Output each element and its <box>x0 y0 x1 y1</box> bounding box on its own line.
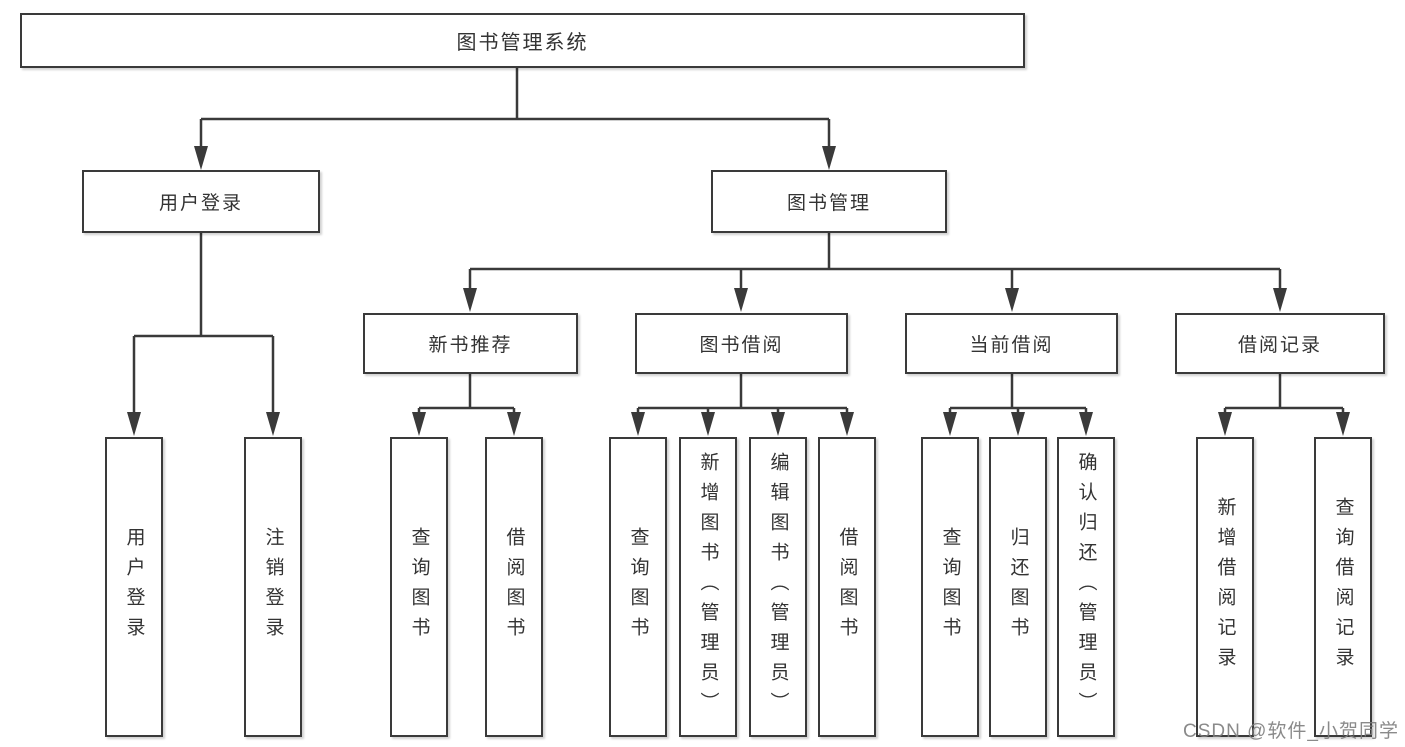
leaf-label: 新增借阅记录 <box>1214 497 1236 677</box>
edge-book-borrow-split <box>636 374 849 414</box>
arrowheads <box>127 146 1350 436</box>
leaf-label: 新增图书（管理员） <box>697 452 719 722</box>
leaf-user-login: 用户登录 <box>105 437 163 737</box>
edge-current-borrow-split <box>948 374 1088 414</box>
node-current-borrowing-label: 当前借阅 <box>969 335 1054 356</box>
node-new-book-recommend-label: 新书推荐 <box>428 335 513 356</box>
leaf-add-books-admin: 新增图书（管理员） <box>679 437 737 737</box>
leaf-return-books: 归还图书 <box>989 437 1047 737</box>
edge-root-split <box>199 68 831 150</box>
node-root: 图书管理系统 <box>20 13 1025 68</box>
node-book-management: 图书管理 <box>711 170 947 233</box>
node-borrowing-records-label: 借阅记录 <box>1237 335 1322 356</box>
leaf-edit-books-admin: 编辑图书（管理员） <box>749 437 807 737</box>
edge-borrow-record-split <box>1223 374 1345 414</box>
leaf-borrow-books: 借阅图书 <box>818 437 876 737</box>
node-new-book-recommend: 新书推荐 <box>363 313 578 374</box>
node-user-login: 用户登录 <box>82 170 320 233</box>
node-root-label: 图书管理系统 <box>456 32 589 54</box>
leaf-label: 借阅图书 <box>503 527 525 647</box>
leaf-query-books-borrowing: 查询图书 <box>609 437 667 737</box>
leaf-add-borrow-record: 新增借阅记录 <box>1196 437 1254 737</box>
node-book-management-label: 图书管理 <box>786 193 871 214</box>
node-book-borrowing-label: 图书借阅 <box>699 335 784 356</box>
node-book-borrowing: 图书借阅 <box>635 313 848 374</box>
edge-user-login-split <box>132 233 275 414</box>
leaf-logout: 注销登录 <box>244 437 302 737</box>
leaf-query-books-current: 查询图书 <box>921 437 979 737</box>
leaf-label: 归还图书 <box>1007 527 1029 647</box>
node-borrowing-records: 借阅记录 <box>1175 313 1385 374</box>
edge-book-mgmt-split <box>468 233 1282 290</box>
leaf-confirm-return-admin: 确认归还（管理员） <box>1057 437 1115 737</box>
leaf-label: 用户登录 <box>123 527 145 647</box>
edge-new-book-split <box>417 374 516 414</box>
leaf-label: 查询图书 <box>627 527 649 647</box>
leaf-label: 确认归还（管理员） <box>1075 452 1097 722</box>
leaf-label: 注销登录 <box>262 527 284 647</box>
leaf-label: 借阅图书 <box>836 527 858 647</box>
leaf-query-borrow-record: 查询借阅记录 <box>1314 437 1372 737</box>
node-current-borrowing: 当前借阅 <box>905 313 1118 374</box>
leaf-label: 查询借阅记录 <box>1332 497 1354 677</box>
leaf-borrow-books-recommend: 借阅图书 <box>485 437 543 737</box>
leaf-label: 查询图书 <box>408 527 430 647</box>
leaf-label: 编辑图书（管理员） <box>767 452 789 722</box>
csdn-watermark: CSDN @软件_小贺同学 <box>1183 721 1399 742</box>
leaf-label: 查询图书 <box>939 527 961 647</box>
node-user-login-label: 用户登录 <box>158 193 243 214</box>
leaf-query-books-recommend: 查询图书 <box>390 437 448 737</box>
